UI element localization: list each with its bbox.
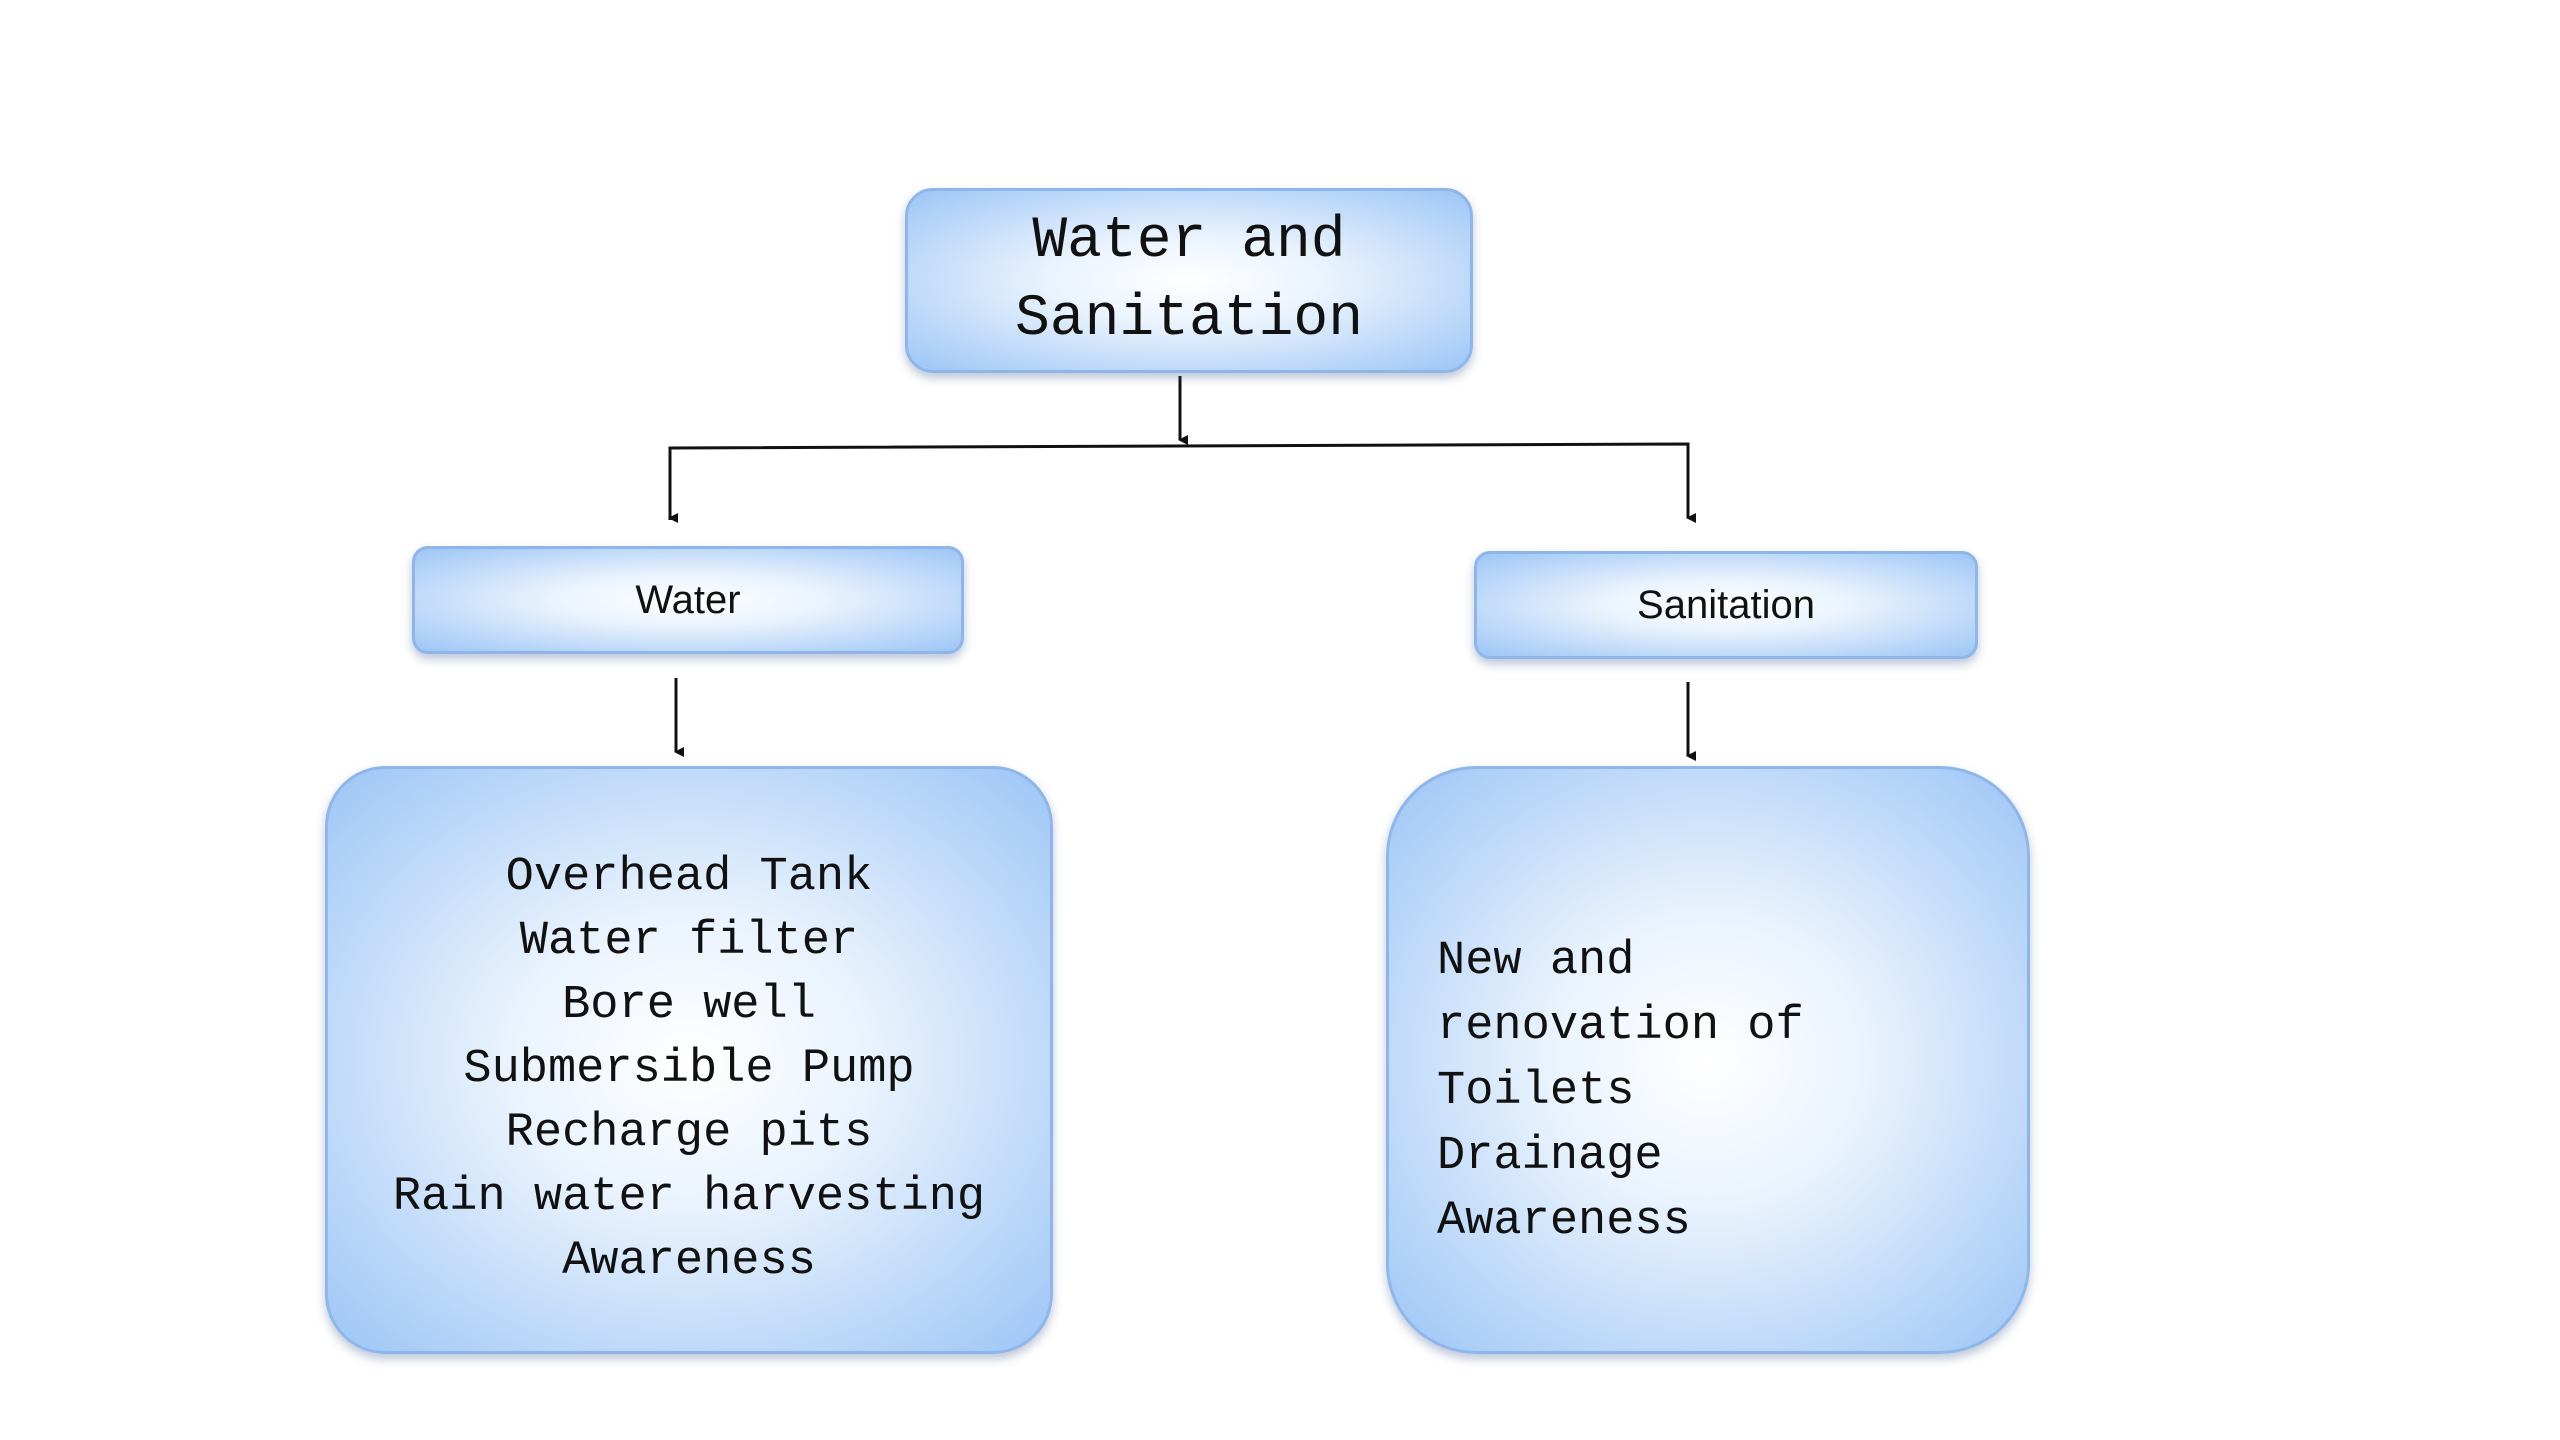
- sanitation-item: renovation of: [1437, 1000, 1804, 1053]
- water-item: Submersible Pump: [463, 1043, 915, 1096]
- root-title-line-1: Water and: [1032, 208, 1346, 274]
- water-label: Water: [635, 577, 741, 622]
- sanitation-items-box: New and renovation of Toilets Drainage A…: [1386, 766, 2030, 1354]
- water-node: Water: [412, 546, 964, 654]
- root-title: Water and Sanitation: [979, 203, 1399, 359]
- water-item: Water filter: [519, 915, 859, 968]
- root-title-line-2: Sanitation: [1014, 286, 1364, 352]
- water-item: Bore well: [562, 979, 816, 1032]
- sanitation-node: Sanitation: [1474, 551, 1978, 659]
- branch-bar: [668, 442, 1690, 520]
- root-node: Water and Sanitation: [905, 188, 1473, 373]
- water-item: Overhead Tank: [505, 851, 873, 904]
- sanitation-item: New and: [1437, 935, 1635, 988]
- water-item: Recharge pits: [505, 1107, 873, 1160]
- water-items-box: Overhead Tank Water filter Bore well Sub…: [325, 766, 1053, 1354]
- sanitation-label: Sanitation: [1637, 582, 1815, 627]
- sanitation-item: Awareness: [1437, 1195, 1691, 1248]
- water-item: Rain water harvesting: [392, 1171, 986, 1224]
- water-item: Awareness: [562, 1235, 816, 1288]
- sanitation-item: Drainage: [1437, 1130, 1663, 1183]
- sanitation-item: Toilets: [1437, 1065, 1635, 1118]
